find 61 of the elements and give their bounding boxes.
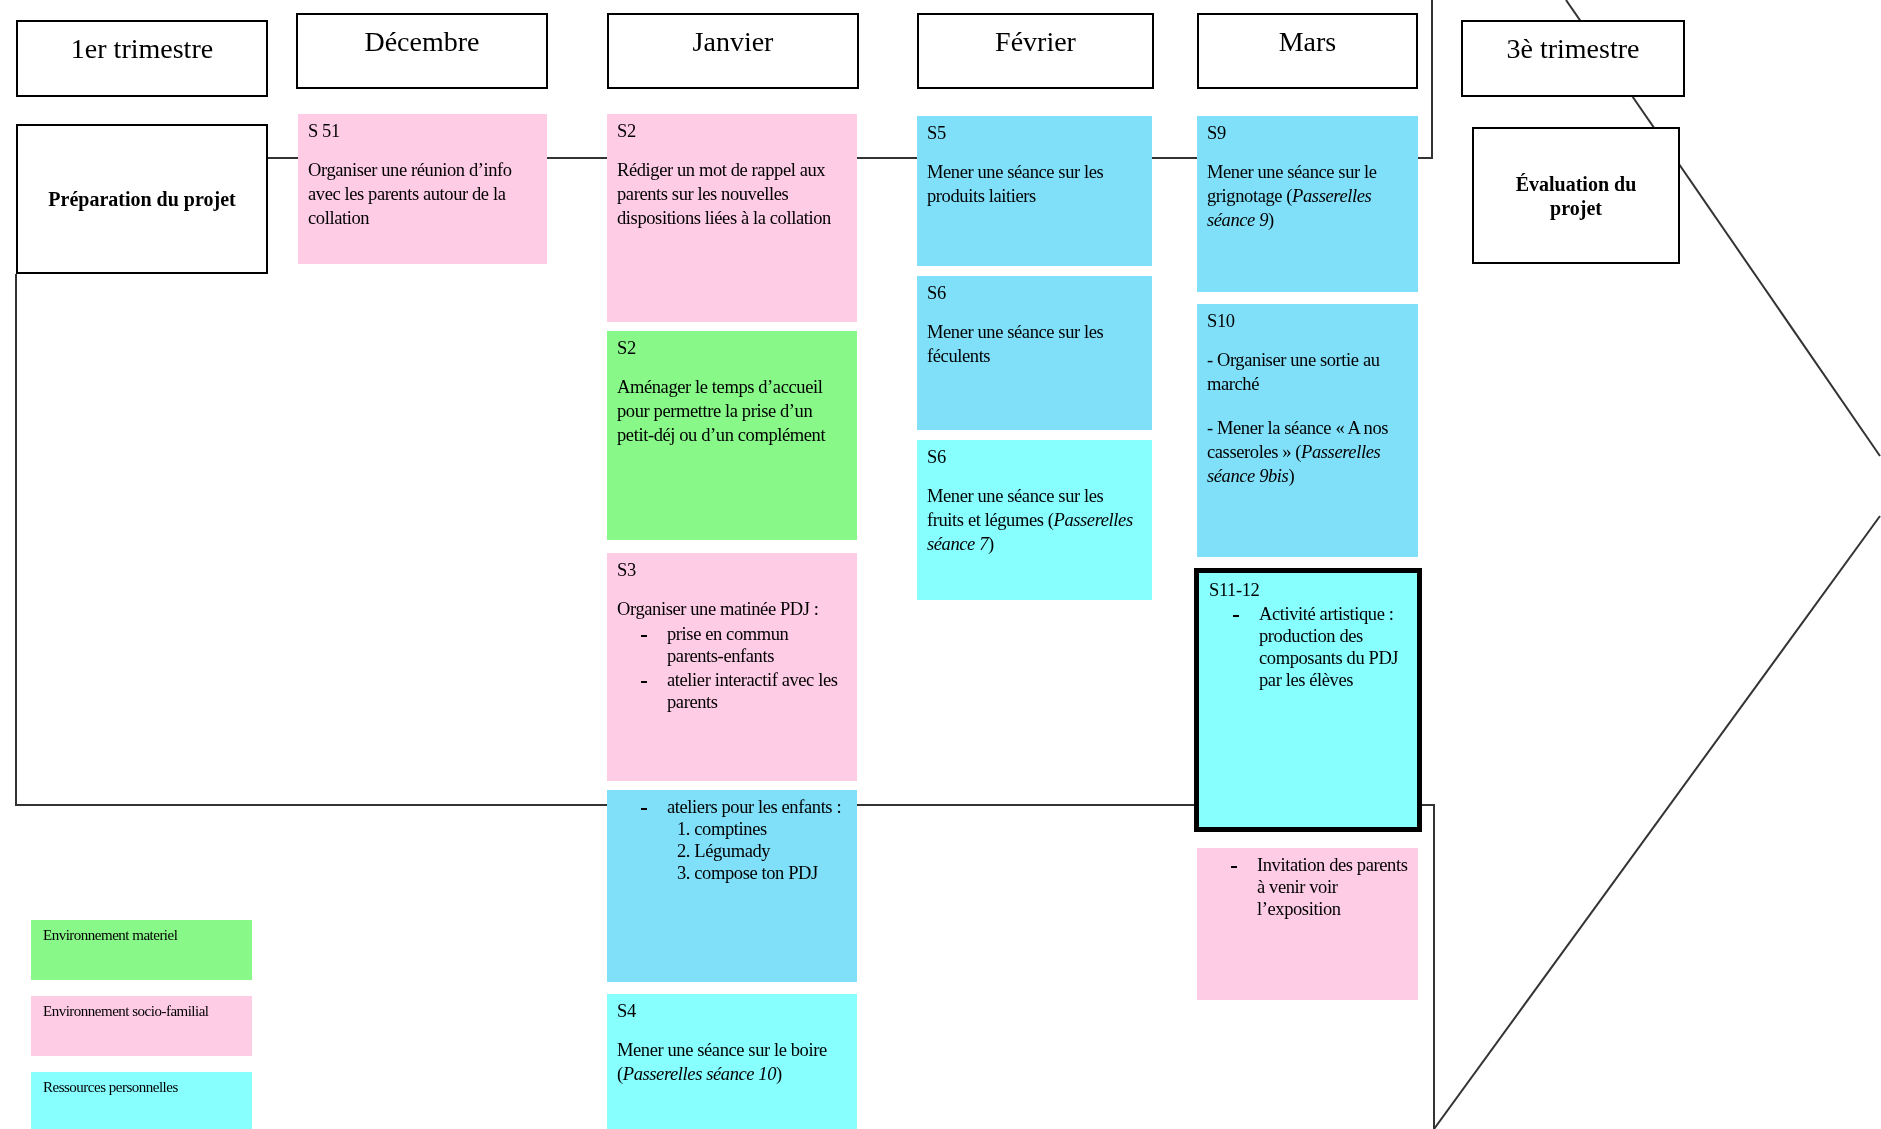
period-header	[16, 20, 268, 97]
list-item: atelier interactif avec les parents	[667, 669, 839, 713]
week-label: S6	[927, 282, 947, 304]
activity-card	[1197, 116, 1418, 292]
week-label: S9	[1207, 122, 1227, 144]
legend-label: Environnement materiel	[43, 926, 179, 945]
activity-text: Organiser une réunion d’info avec les parents autour de la collation	[308, 159, 513, 230]
week-label: S 51	[308, 120, 341, 142]
week-label: S11-12	[1209, 579, 1261, 601]
activity-card	[917, 440, 1152, 600]
activity-card	[607, 790, 857, 982]
list-item: Activité artistique : production des composants du PDJ par les élèves	[1259, 603, 1400, 691]
activity-text: Aménager le temps d’accueil pour permettre la prise d’un petit-déj ou d’un complément	[617, 376, 827, 447]
activity-card	[1197, 304, 1418, 557]
week-label: S2	[617, 337, 637, 359]
activity-card	[607, 114, 857, 322]
period-header	[1461, 20, 1685, 97]
activity-text: - Mener la séance « A nos casseroles » (Passerelles séance 9bis)	[1207, 417, 1390, 488]
list-item: 2. Légumady	[676, 840, 772, 862]
phase-box	[16, 124, 268, 274]
activity-card	[917, 116, 1152, 266]
period-header	[607, 13, 859, 89]
week-label: S10	[1207, 310, 1236, 332]
phase-title: Préparation du projet	[48, 187, 236, 211]
activity-card	[917, 276, 1152, 430]
period-header	[296, 13, 548, 89]
period-title: Décembre	[364, 25, 480, 59]
period-header	[917, 13, 1154, 89]
activity-text: Mener une séance sur les fruits et légumes (Passerelles séance 7)	[927, 485, 1134, 556]
phase-title: Évaluation du projet	[1514, 171, 1638, 220]
activity-card	[607, 331, 857, 540]
activity-text: - Organiser une sortie au marché	[1207, 349, 1381, 396]
activity-card	[1197, 848, 1418, 1000]
activity-text: Mener une séance sur les féculents	[927, 321, 1105, 368]
phase-box	[1472, 127, 1680, 264]
activity-text: Mener une séance sur le boire (Passerelles séance 10)	[617, 1039, 828, 1086]
week-label: S6	[927, 446, 947, 468]
legend-label: Ressources personnelles	[43, 1078, 179, 1097]
list-item: 3. compose ton PDJ	[676, 862, 819, 884]
activity-card	[607, 553, 857, 781]
period-title: Janvier	[692, 25, 774, 59]
legend-label: Environnement socio-familial	[43, 1002, 210, 1021]
list-item: 1. comptines	[676, 818, 768, 840]
period-title: Février	[995, 25, 1076, 59]
activity-text: Organiser une matinée PDJ :	[617, 598, 820, 621]
list-item: ateliers pour les enfants :	[667, 796, 842, 818]
period-header	[1197, 13, 1418, 89]
activity-text: Mener une séance sur le grignotage (Passerelles séance 9)	[1207, 161, 1378, 232]
activity-text: Mener une séance sur les produits laitiers	[927, 161, 1105, 208]
period-title: Mars	[1278, 25, 1337, 59]
activity-card	[298, 114, 547, 264]
list-item: Invitation des parents à venir voir l’exposition	[1257, 854, 1408, 920]
activity-card	[607, 994, 857, 1129]
period-title: 1er trimestre	[70, 32, 214, 66]
week-label: S3	[617, 559, 637, 581]
week-label: S5	[927, 122, 947, 144]
week-label: S4	[617, 1000, 637, 1022]
activity-text: Rédiger un mot de rappel aux parents sur les nouvelles dispositions liées à la collation	[617, 159, 832, 230]
week-label: S2	[617, 120, 637, 142]
activity-card	[1194, 568, 1422, 832]
period-title: 3è trimestre	[1506, 32, 1640, 66]
